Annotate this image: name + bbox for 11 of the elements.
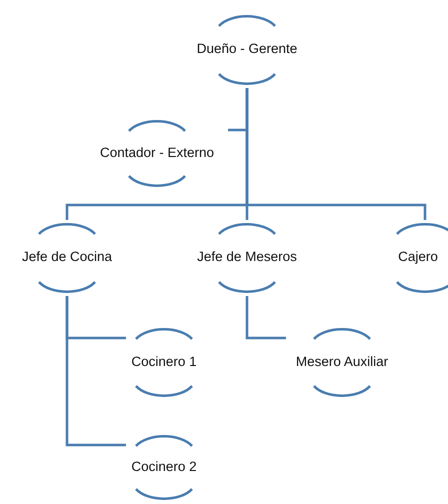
role-label: Cocinero 2 [130,458,198,474]
role-label: Cocinero 1 [130,354,198,368]
role-label: Cajero [397,249,439,264]
role-label: Contador - Externo [98,144,216,160]
role-label: Jefe de Cocina [20,249,114,264]
connector-line [246,296,286,340]
connector-line [66,296,126,446]
connector-line [246,88,426,220]
role-label: Dueño - Gerente [196,41,298,56]
role-label: Mesero Auxiliar [294,354,390,368]
role-label: Jefe de Meseros [196,249,298,264]
